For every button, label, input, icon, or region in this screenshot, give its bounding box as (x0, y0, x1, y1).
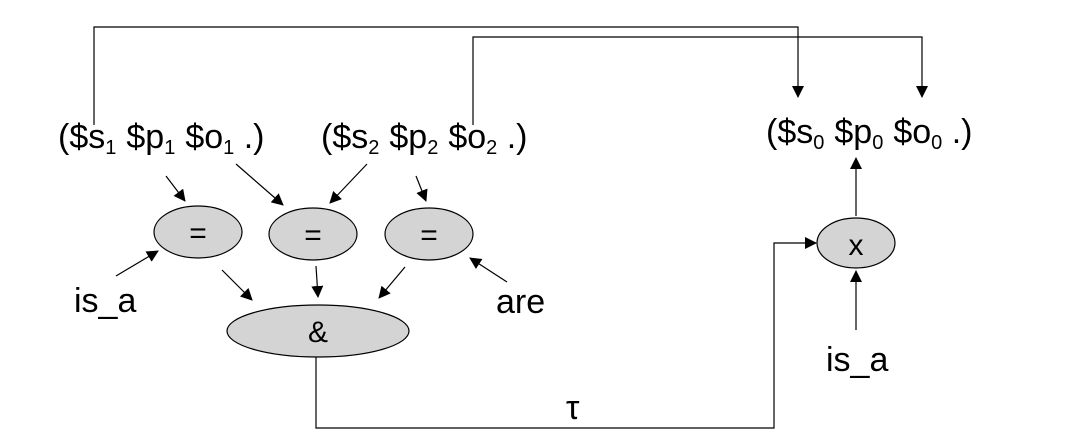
x-node-label: x (849, 229, 864, 262)
triple-2-open: ( (321, 118, 333, 156)
edge-s1-to-s0 (93, 26, 804, 125)
triple-2-object: $o (448, 118, 486, 156)
triple-2: ($s2$p2$o2 .) (321, 118, 528, 159)
equal-node-1: = (153, 205, 243, 259)
and-node: & (226, 304, 410, 358)
triple-1: ($s1$p1$o1 .) (58, 118, 265, 159)
constant-is-a-left: is_a (74, 282, 136, 320)
x-node: x (816, 217, 896, 269)
triple-1-predicate-index: 1 (164, 137, 175, 159)
constant-are: are (496, 283, 545, 321)
edge-eq1-to-and (221, 269, 253, 301)
equal-node-2: = (268, 207, 358, 261)
triple-0-object: $o (893, 113, 931, 151)
equal-node-1-label: = (189, 217, 207, 250)
triple-0-subject: $s (777, 113, 813, 151)
triple-0-object-index: 0 (931, 132, 942, 154)
triple-0-open: ( (766, 113, 778, 151)
triple-2-predicate: $p (389, 118, 427, 156)
triple-1-object-index: 1 (223, 137, 234, 159)
triple-0: ($s0$p0$o0 .) (766, 113, 973, 154)
equal-node-3-label: = (420, 219, 438, 252)
edge-p2-to-eq3 (415, 175, 428, 202)
edge-label-tau: τ (566, 389, 580, 427)
triple-2-object-index: 2 (486, 137, 497, 159)
triple-1-subject-index: 1 (105, 137, 116, 159)
triple-1-open: ( (58, 118, 70, 156)
edge-isa-to-eq1 (115, 250, 159, 277)
edge-eq2-to-and (311, 265, 324, 298)
triple-2-subject-index: 2 (368, 137, 379, 159)
and-node-label: & (308, 316, 328, 349)
triple-0-subject-index: 0 (813, 132, 824, 154)
edge-are-to-eq3 (469, 257, 508, 283)
edge-and-to-x (315, 237, 817, 429)
triple-0-close: .) (942, 113, 972, 151)
edge-s2-to-eq2 (329, 163, 368, 204)
triple-1-object: $o (185, 118, 223, 156)
equal-node-2-label: = (304, 219, 322, 252)
triple-0-predicate-index: 0 (872, 132, 883, 154)
edge-eq3-to-and (378, 266, 406, 299)
triple-0-predicate: $p (834, 113, 872, 151)
triple-1-close: .) (234, 118, 264, 156)
triple-2-close: .) (497, 118, 527, 156)
triple-1-predicate: $p (126, 118, 164, 156)
constant-is-a-right: is_a (826, 341, 888, 379)
triple-2-predicate-index: 2 (427, 137, 438, 159)
triple-1-subject: $s (69, 118, 105, 156)
triple-2-subject: $s (332, 118, 368, 156)
edge-s1-to-eq1 (165, 175, 186, 202)
equal-node-3: = (384, 207, 474, 261)
edge-p1-to-eq2 (235, 163, 284, 206)
edge-o2-to-o0 (472, 36, 928, 125)
